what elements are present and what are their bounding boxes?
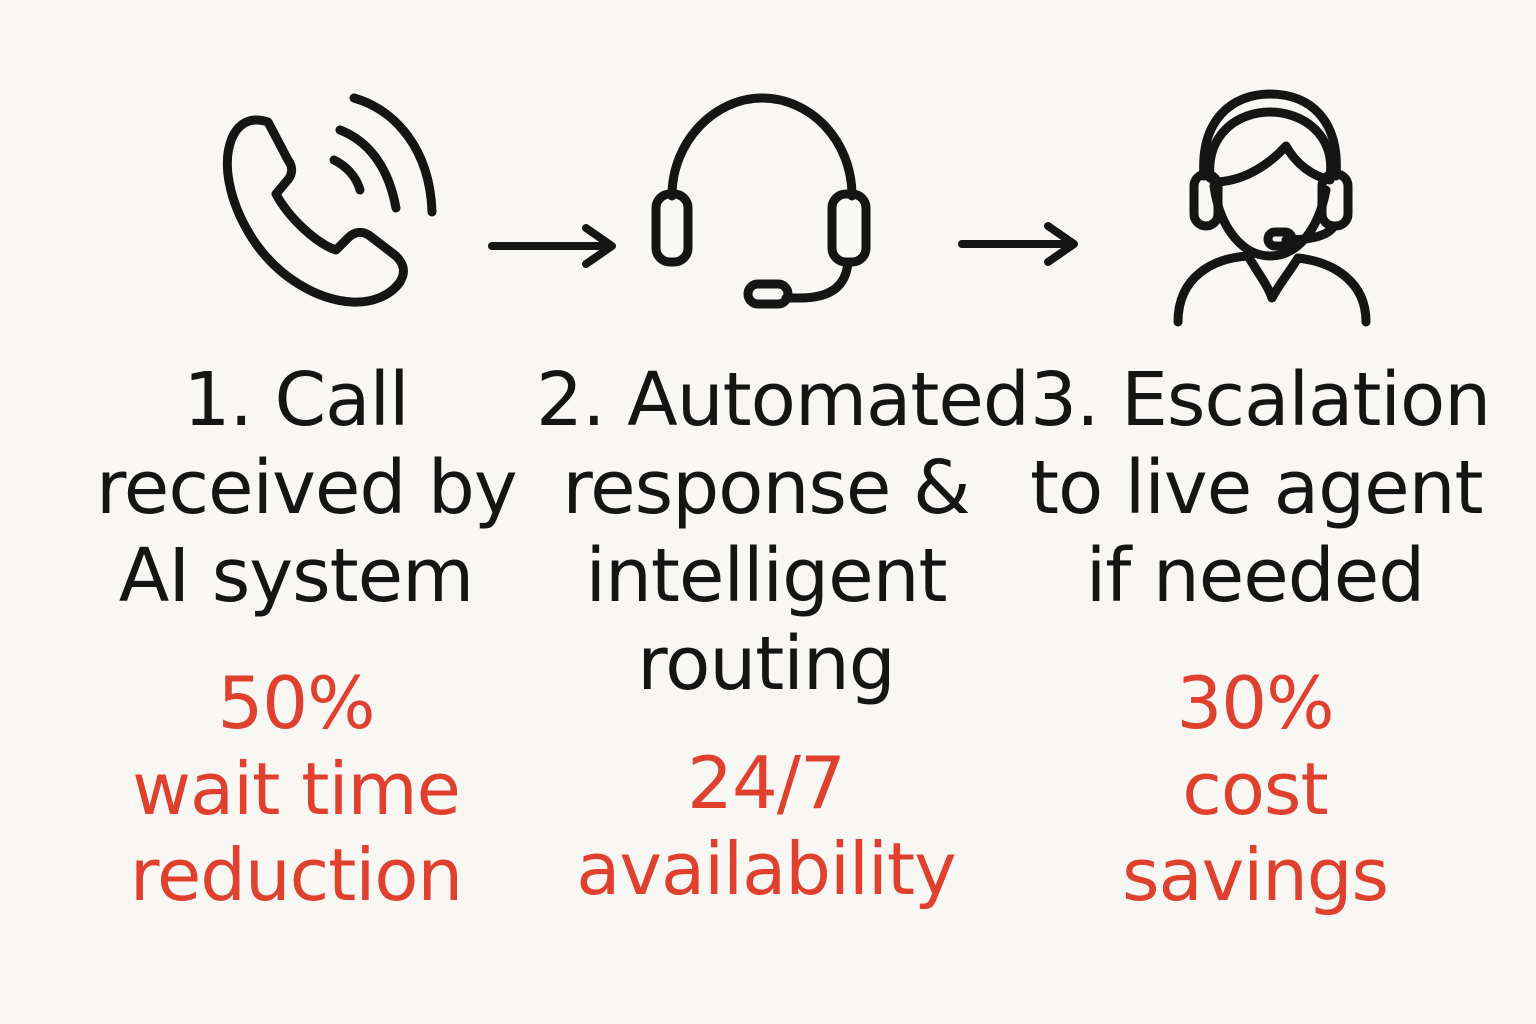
stat-label-line: cost — [1182, 747, 1328, 831]
step-1-stat: 50% wait time reduction — [96, 660, 496, 918]
step-1-title-line: received by — [96, 445, 518, 531]
step-3-title: 3. Escalation to live agent if needed — [1030, 356, 1491, 620]
step-1-title-line: 1. Call — [183, 357, 409, 443]
stat-value: 24/7 — [687, 741, 846, 825]
stat-label-line: savings — [1121, 833, 1389, 917]
stat-label-line: wait time — [132, 747, 461, 831]
step-3-title-line: 3. Escalation — [1030, 357, 1491, 443]
step-2-title-line: routing — [637, 621, 895, 707]
stat-value: 50% — [217, 661, 375, 745]
stat-label-line: reduction — [129, 833, 463, 917]
step-3-title-line: if needed — [1085, 533, 1426, 619]
stat-label-line: availability — [576, 827, 957, 911]
step-3-title-line: to live agent — [1030, 445, 1484, 531]
stat-value: 30% — [1176, 661, 1334, 745]
step-3-stat: 30% cost savings — [1030, 660, 1480, 918]
step-2-stat: 24/7 availability — [536, 740, 996, 912]
step-2-title-line: intelligent — [585, 533, 947, 619]
step-1-title: 1. Call received by AI system — [96, 356, 518, 620]
step-2-title-line: 2. Automated — [536, 357, 1030, 443]
step-2-title-line: response & — [562, 445, 970, 531]
step-2-title: 2. Automated response & intelligent rout… — [536, 356, 1030, 708]
step-1-title-line: AI system — [118, 533, 475, 619]
